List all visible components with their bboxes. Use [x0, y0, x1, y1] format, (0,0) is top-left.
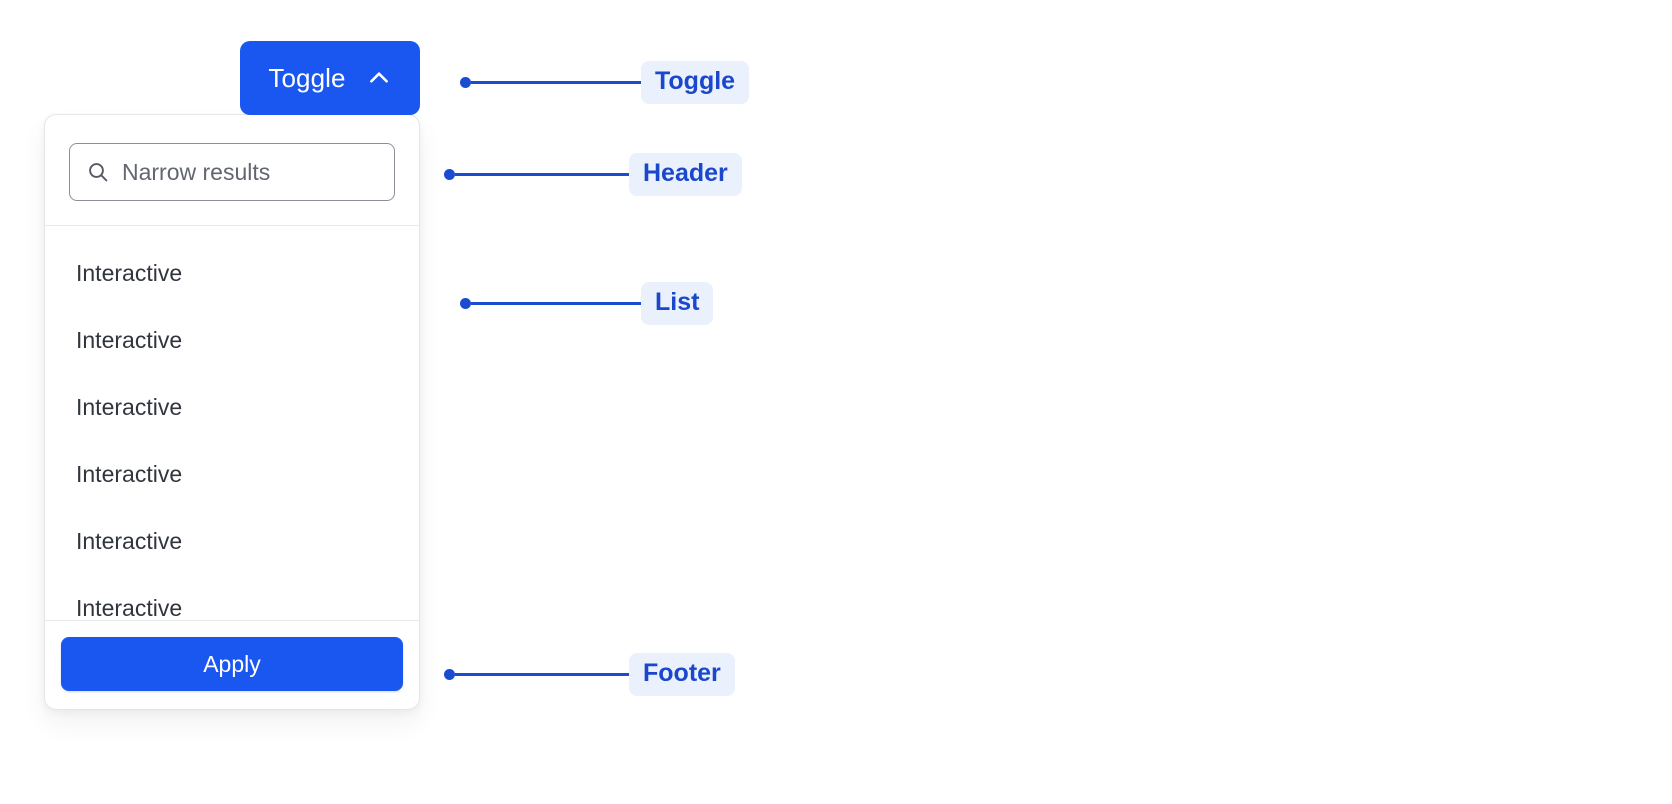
- annotation-line: [455, 673, 629, 676]
- dropdown-header: [45, 115, 419, 226]
- annotation-label-toggle: Toggle: [641, 61, 750, 104]
- dropdown-list: Interactive Interactive Interactive Inte…: [45, 226, 419, 620]
- annotation-dot: [444, 668, 455, 680]
- search-field[interactable]: [69, 143, 395, 201]
- annotation-header: Header: [444, 153, 742, 196]
- list-item[interactable]: Interactive: [45, 508, 419, 575]
- list-item-label: Interactive: [76, 327, 183, 353]
- list-item-label: Interactive: [76, 528, 183, 554]
- list-item-label: Interactive: [76, 595, 183, 620]
- list-item[interactable]: Interactive: [45, 374, 419, 441]
- annotation-footer: Footer: [444, 653, 735, 696]
- annotation-dot: [444, 168, 455, 180]
- list-item[interactable]: Interactive: [45, 441, 419, 508]
- annotation-label-footer: Footer: [629, 653, 735, 696]
- toggle-button[interactable]: Toggle: [240, 41, 420, 115]
- annotation-line: [455, 173, 629, 176]
- annotation-toggle: Toggle: [460, 61, 750, 104]
- chevron-up-icon: [366, 65, 392, 91]
- apply-button[interactable]: Apply: [61, 637, 403, 691]
- dropdown-footer: Apply: [45, 620, 419, 709]
- annotation-label-list: List: [641, 282, 714, 325]
- dropdown-panel: Interactive Interactive Interactive Inte…: [44, 114, 420, 710]
- annotation-dot: [460, 76, 471, 88]
- search-icon: [86, 160, 110, 184]
- toggle-button-label: Toggle: [268, 62, 346, 93]
- annotation-list: List: [460, 282, 714, 325]
- annotation-line: [471, 81, 641, 84]
- annotation-dot: [460, 297, 471, 309]
- list-item-label: Interactive: [76, 461, 183, 487]
- list-item-label: Interactive: [76, 394, 183, 420]
- list-item[interactable]: Interactive: [45, 240, 419, 307]
- annotation-line: [471, 302, 641, 305]
- annotation-label-header: Header: [629, 153, 742, 196]
- list-item-label: Interactive: [76, 260, 183, 286]
- list-item[interactable]: Interactive: [45, 575, 419, 620]
- list-item[interactable]: Interactive: [45, 307, 419, 374]
- search-input[interactable]: [70, 144, 394, 200]
